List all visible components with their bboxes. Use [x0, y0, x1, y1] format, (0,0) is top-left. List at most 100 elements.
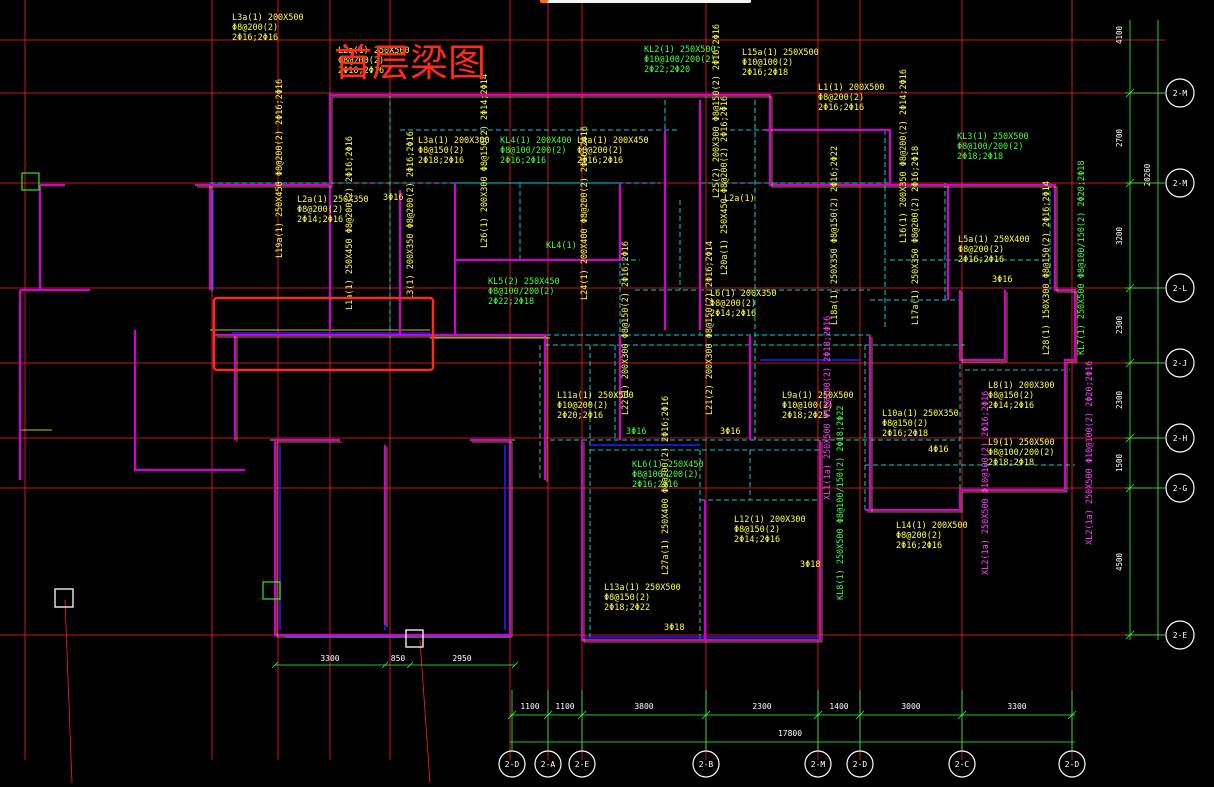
- beam-label: 2Φ16;2Φ16: [632, 480, 678, 490]
- beam-label: 2Φ16;2Φ16: [896, 541, 942, 551]
- point-marker[interactable]: [405, 629, 424, 648]
- point-marker[interactable]: [54, 588, 74, 608]
- axis-label: 2-D: [1065, 760, 1080, 769]
- beam-label-vertical: XL2(1a) 250X500 Φ10@100(2) 2Φ20;2Φ16: [1085, 361, 1095, 545]
- beam-label: Φ8@200(2): [958, 245, 1004, 255]
- axis-label: 2-M: [1173, 89, 1188, 98]
- beam-label: L9a(1) 250X500: [782, 391, 854, 401]
- wall-outline: [208, 185, 547, 480]
- dimension-text: 1400: [829, 702, 848, 711]
- beam-label: Φ8@150(2): [734, 525, 780, 535]
- dimension-text: 4500: [1115, 552, 1124, 571]
- wall-edge: [197, 96, 1078, 513]
- wall-outline: [663, 100, 702, 330]
- beam-label: L14(1) 200X500: [896, 521, 968, 531]
- beam-label-vertical: L21(2) 200X300 Φ8@150(2) 2Φ16;2Φ14: [705, 241, 715, 415]
- beam-label: Φ8@100/200(2): [632, 470, 699, 480]
- beam-label-vertical: XL2(1a) 250X500 Φ10@100(2) 2Φ16;2Φ16: [981, 391, 991, 575]
- beam-label: Φ10@200(2): [557, 401, 608, 411]
- dimension-text: 3000: [901, 702, 920, 711]
- beam-label-vertical: L26(1) 200X300 Φ8@150(2) 2Φ14;2Φ14: [480, 74, 490, 248]
- beam-label-vertical: L3(1) 200X350 Φ8@200(2) 2Φ16;2Φ16: [406, 131, 416, 300]
- beam-label: 3Φ18: [664, 623, 684, 633]
- axis-bubble: [948, 750, 976, 778]
- beam-label: L2a(1): [724, 194, 755, 204]
- beam-label: 2Φ16;2Φ16: [500, 156, 546, 166]
- dimension-text: 1100: [555, 702, 574, 711]
- beam-label: KL2(1) 250X500: [644, 45, 716, 55]
- beam-label: 3Φ16: [992, 275, 1012, 285]
- axis-label: 2-J: [1173, 359, 1187, 368]
- axis-label: 2-E: [1173, 631, 1188, 640]
- wall-outline: [765, 128, 892, 185]
- beam-label: 2Φ18;2Φ25: [782, 411, 828, 421]
- floating-toolbar[interactable]: [545, 0, 751, 3]
- axis-bubble: [1165, 473, 1195, 503]
- beam-label: Φ8@100/200(2): [988, 448, 1055, 458]
- beam-label: L1(1) 200X500: [818, 83, 885, 93]
- dimension-text: 850: [391, 654, 406, 663]
- beam-label: 4Φ16: [928, 445, 948, 455]
- dimension-text: 2300: [1115, 315, 1124, 334]
- beam-label-vertical: L28(1) 150X300 Φ8@150(2) 2Φ16;2Φ14: [1042, 181, 1052, 355]
- beam-label: Φ10@100(2): [782, 401, 833, 411]
- beam-label: KL4(1): [546, 241, 577, 251]
- wall-outline: [18, 288, 90, 440]
- beam-label: Φ8@200(2): [232, 23, 278, 33]
- wall-edge: [871, 292, 1008, 512]
- dimension-text: 1100: [520, 702, 539, 711]
- wall-outline: [868, 290, 1007, 510]
- beam-label: 3Φ16: [383, 193, 403, 203]
- beam-label: 2Φ16;2Φ16: [818, 103, 864, 113]
- dimension-total: 20260: [1143, 163, 1152, 186]
- axis-bubble: [846, 750, 874, 778]
- dimension-tick: [271, 661, 279, 669]
- wall-outline: [618, 335, 752, 440]
- beam-label: 2Φ14;2Φ16: [710, 309, 756, 319]
- beam-label: 2Φ18;2Φ18: [988, 458, 1034, 468]
- beam-label-vertical: L19a(1) 250X450 Φ8@200(2) 2Φ16;2Φ16: [275, 79, 285, 258]
- beam-label: 2Φ16;2Φ18: [882, 429, 928, 439]
- beam-label: Φ8@100/200(2): [500, 146, 567, 156]
- beam-label: KL5(2) 250X450: [488, 277, 560, 287]
- wall-outline: [273, 438, 512, 637]
- axis-bubble: [1165, 78, 1195, 108]
- beam-label-vertical: L17a(1) 250X350 Φ8@200(2) 2Φ16;2Φ18: [911, 146, 921, 325]
- beam-label: L3a(1) 200X300: [418, 136, 490, 146]
- beam-label: 2Φ18;2Φ18: [957, 152, 1003, 162]
- axis-label: 2-C: [955, 760, 970, 769]
- column-marker: [262, 581, 281, 600]
- beam-label: 2Φ22;2Φ18: [488, 297, 534, 307]
- beam-label: Φ8@200(2): [710, 299, 756, 309]
- beam-label: Φ8@200(2): [896, 531, 942, 541]
- beam-label: 2Φ16;2Φ16: [577, 156, 623, 166]
- beam-label: L12(1) 200X300: [734, 515, 806, 525]
- beam-label: L8(1) 200X300: [988, 381, 1055, 391]
- beam-label: 3Φ18: [800, 560, 820, 570]
- beam-label-vertical: L24(1) 200X400 Φ8@200(2) 2Φ16;2Φ16: [580, 126, 590, 300]
- dimension-text: 2300: [752, 702, 771, 711]
- beam-label: L9(1) 250X500: [988, 438, 1055, 448]
- beam-label: 2Φ20;2Φ16: [557, 411, 603, 421]
- beam-label: L10a(1) 250X350: [882, 409, 959, 419]
- beam-label: L5a(1) 250X400: [958, 235, 1030, 245]
- beam-label: L6(1) 200X350: [710, 289, 777, 299]
- beam-label: Φ10@100/200(2): [644, 55, 716, 65]
- beam-label: Φ8@150(2): [882, 419, 928, 429]
- beam-label: 2Φ14;2Φ16: [297, 215, 343, 225]
- wall-outline: [580, 440, 822, 642]
- beam-label: 2Φ16;2Φ16: [338, 66, 384, 76]
- axis-bubble: [1165, 620, 1195, 650]
- beam-label: L13a(1) 250X500: [604, 583, 681, 593]
- axis-line: [419, 639, 431, 784]
- axis-label: 2-H: [1173, 434, 1188, 443]
- dimension-tick: [511, 661, 519, 669]
- beam-label: Φ8@200(2): [577, 146, 623, 156]
- axis-bubble: [804, 750, 832, 778]
- axis-bubble: [1165, 168, 1195, 198]
- dimension-text: 3300: [1007, 702, 1026, 711]
- beam-label: L2a(1) 250X500: [338, 46, 410, 56]
